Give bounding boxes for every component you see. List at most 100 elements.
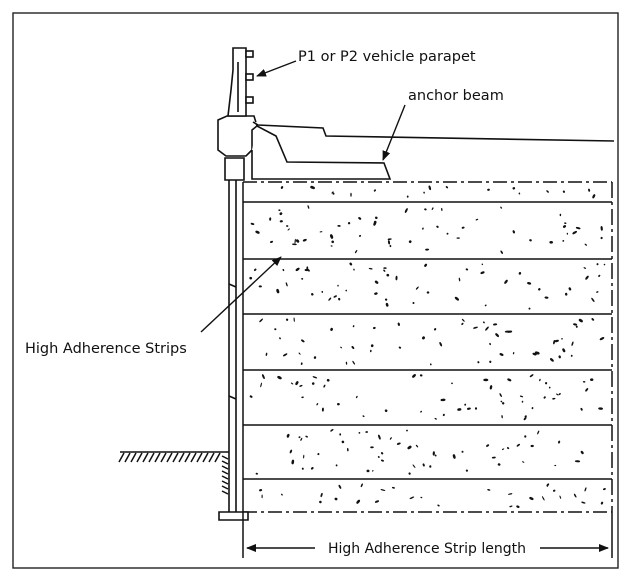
soil-speck <box>477 361 480 364</box>
soil-speck <box>482 321 485 324</box>
soil-speck <box>303 454 305 459</box>
soil-speck <box>249 276 253 280</box>
soil-speck <box>352 325 355 328</box>
soil-speck <box>562 239 565 242</box>
ground-hatch-line <box>184 452 191 463</box>
soil-speck <box>489 342 491 346</box>
ground-hatch-line <box>166 452 173 463</box>
soil-speck <box>549 240 553 244</box>
soil-speck <box>424 208 427 211</box>
soil-speck <box>419 374 423 377</box>
soil-speck <box>330 327 333 331</box>
soil-speck <box>452 454 456 459</box>
soil-speck <box>412 374 416 378</box>
ground-hatch-line <box>221 470 229 475</box>
wall-facing-panel <box>218 157 249 521</box>
soil-speck <box>527 282 532 285</box>
soil-speck <box>507 378 512 382</box>
soil-speck <box>391 486 396 489</box>
soil-speck <box>561 338 563 340</box>
soil-speck <box>279 337 281 340</box>
soil-speck <box>408 240 412 244</box>
soil-speck <box>321 290 324 293</box>
soil-speck <box>512 187 516 190</box>
soil-speck <box>487 489 491 491</box>
ground-hatch-line <box>221 485 229 490</box>
soil-speck <box>334 497 338 501</box>
soil-speck <box>596 263 599 266</box>
soil-speck <box>323 384 326 388</box>
soil-speck <box>581 501 586 504</box>
soil-speck <box>423 191 425 194</box>
soil-speck <box>305 435 309 438</box>
soil-speck <box>518 272 522 275</box>
soil-speck <box>407 445 412 450</box>
ground-hatch-line <box>142 452 149 463</box>
soil-speck <box>346 448 349 452</box>
soil-speck <box>529 239 532 242</box>
soil-speck <box>441 207 443 212</box>
soil-speck <box>475 218 479 221</box>
soil-speck <box>519 395 524 398</box>
soil-speck <box>255 230 260 234</box>
ground-hatch-line <box>221 480 229 485</box>
soil-speck <box>385 302 389 307</box>
soil-speck <box>600 236 603 240</box>
soil-speck <box>265 352 268 356</box>
soil-speck <box>544 382 548 385</box>
ground-hatch-line <box>190 452 197 463</box>
ground-hatch-line <box>221 455 229 460</box>
soil-speck <box>512 230 515 234</box>
soil-speck <box>562 190 566 193</box>
soil-speck <box>558 440 561 444</box>
soil-speck <box>433 328 437 331</box>
soil-speck <box>355 395 358 399</box>
soil-speck <box>493 323 498 326</box>
soil-speck <box>313 356 317 359</box>
soil-speck <box>354 249 358 254</box>
soil-speck <box>408 472 411 475</box>
soil-speck <box>602 488 606 491</box>
soil-speck <box>509 505 513 508</box>
soil-speck <box>534 351 540 355</box>
soil-speck <box>497 463 501 466</box>
soil-speck <box>378 434 381 440</box>
soil-speck <box>260 382 262 388</box>
soil-speck <box>537 430 540 435</box>
soil-speck <box>384 298 388 301</box>
soil-speck <box>279 212 283 216</box>
soil-speck <box>404 208 408 213</box>
soil-speck <box>483 378 489 382</box>
soil-speck <box>546 485 549 487</box>
soil-speck <box>365 431 369 433</box>
soil-speck <box>571 341 574 346</box>
soil-speck <box>465 268 469 271</box>
soil-speck <box>301 277 304 280</box>
soil-speck <box>286 433 290 438</box>
soil-speck <box>292 243 297 246</box>
soil-speck <box>300 437 303 441</box>
soil-speck <box>375 216 378 220</box>
soil-speck <box>249 395 253 398</box>
ground-hatch-line <box>214 452 221 463</box>
soil-speck <box>539 378 541 382</box>
soil-speck <box>445 186 449 189</box>
soil-speck <box>564 292 568 296</box>
soil-speck <box>280 186 284 189</box>
soil-speck <box>446 232 449 235</box>
soil-speck <box>485 326 489 331</box>
soil-speck <box>495 333 499 338</box>
soil-speck <box>428 185 432 191</box>
soil-speck <box>550 358 554 362</box>
soil-speck <box>603 263 606 266</box>
soil-speck <box>339 433 342 436</box>
soil-speck <box>599 337 605 341</box>
soil-speck <box>559 213 562 217</box>
ground-hatch-line <box>160 452 167 463</box>
soil-speck <box>573 323 578 326</box>
soil-speck <box>352 360 356 365</box>
soil-speck <box>338 484 342 489</box>
soil-speck <box>585 275 589 280</box>
soil-speck <box>310 185 315 190</box>
soil-speck <box>585 388 589 392</box>
